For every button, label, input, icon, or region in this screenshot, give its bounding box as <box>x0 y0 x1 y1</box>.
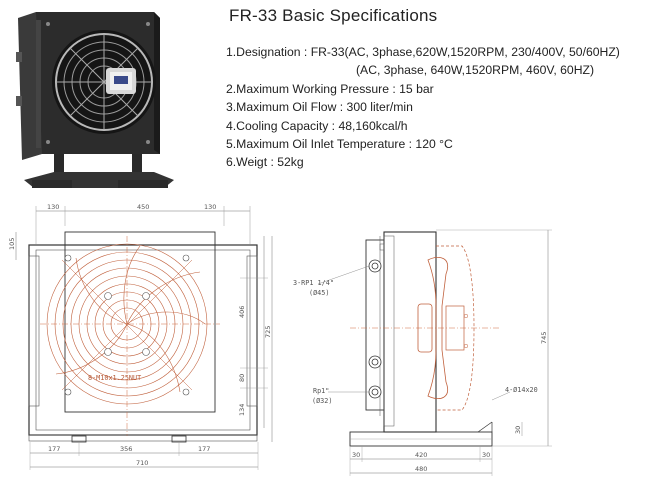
spec-max-oil-flow: 3.Maximum Oil Flow : 300 liter/min <box>226 100 413 115</box>
hole-note: 8-M10x1.25NUT <box>88 374 141 382</box>
dim-bottom-total: 710 <box>136 459 148 467</box>
side-bottom-mid: 420 <box>415 451 427 459</box>
port-top-label: 3-RP1 1/4" <box>293 279 334 287</box>
spec-list: 1.Designation : FR-33(AC, 3phase,620W,15… <box>226 43 620 172</box>
dim-bottom-left: 177 <box>48 445 60 453</box>
dim-right-80: 80 <box>238 374 246 382</box>
side-bottom-left: 30 <box>352 451 360 459</box>
dim-bottom-mid: 356 <box>120 445 132 453</box>
dim-bottom-right: 177 <box>198 445 210 453</box>
front-view: 130 450 130 105 <box>8 203 273 470</box>
base-height: 30 <box>514 426 522 434</box>
dim-top-mid: 450 <box>137 203 149 211</box>
port-bottom-label: Rp1" <box>313 387 329 395</box>
dim-left: 105 <box>8 238 16 250</box>
dim-right-725: 725 <box>264 326 272 338</box>
spec-designation-alt: (AC, 3phase, 640W,1520RPM, 460V, 60HZ) <box>356 63 595 78</box>
spec-max-pressure: 2.Maximum Working Pressure : 15 bar <box>226 81 434 96</box>
side-view: 3-RP1 1/4" (Ø45) Rp1" (Ø32) 745 4-Ø14x20… <box>293 229 552 476</box>
side-bottom-right: 30 <box>482 451 490 459</box>
dim-right-406: 406 <box>238 306 246 318</box>
dim-top-right: 130 <box>204 203 216 211</box>
spec-cooling-capacity: 4.Cooling Capacity : 48,160kcal/h <box>226 118 408 133</box>
port-bottom-size: (Ø32) <box>312 397 332 405</box>
product-photo <box>16 12 174 188</box>
side-height: 745 <box>540 332 548 344</box>
dim-top-left: 130 <box>47 203 59 211</box>
base-holes-label: 4-Ø14x20 <box>505 386 538 394</box>
port-top-size: (Ø45) <box>309 289 329 297</box>
spec-designation: 1.Designation : FR-33(AC, 3phase,620W,15… <box>226 45 620 59</box>
spec-weight: 6.Weigt : 52kg <box>226 155 304 170</box>
side-bottom-total: 480 <box>415 465 427 473</box>
dim-right-134: 134 <box>238 404 246 416</box>
page-title: FR-33 Basic Specifications <box>229 6 438 25</box>
spec-max-oil-temp: 5.Maximum Oil Inlet Temperature : 120 °C <box>226 137 453 152</box>
technical-drawing: 130 450 130 105 <box>8 203 552 476</box>
